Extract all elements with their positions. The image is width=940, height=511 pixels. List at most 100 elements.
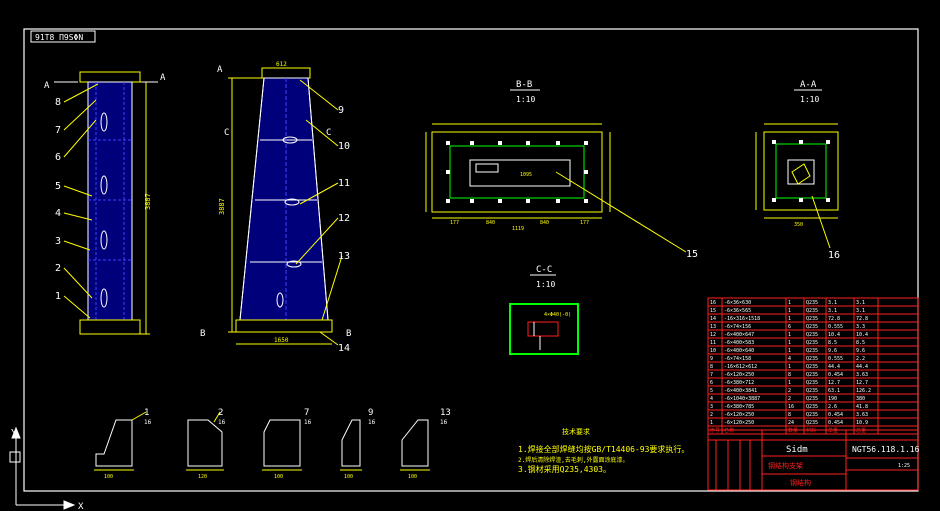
bb-seg4: 177: [580, 220, 589, 226]
section-aa-scale: 1:10: [800, 95, 819, 104]
section-aa-view: [755, 123, 839, 249]
bom-cell: -6×380×712: [724, 380, 754, 386]
bom-cell: 16: [788, 404, 794, 410]
bom-cell: 8.5: [828, 340, 837, 346]
bom-cell: -6×120×250: [724, 420, 754, 426]
bom-cell: 41.8: [856, 404, 868, 410]
bom-cell: Q235: [806, 372, 818, 378]
detail-7-d1: 100: [274, 474, 283, 480]
section-aa-bolts: [772, 140, 830, 202]
bom-cell: 15: [710, 308, 716, 314]
balloon-8: 8: [55, 97, 61, 108]
bom-cell: 11: [710, 340, 716, 346]
bom-cell: 72.8: [856, 316, 868, 322]
bom-cell: 3.3: [856, 324, 865, 330]
detail-7-num: 7: [304, 408, 309, 418]
bom-cell: Q235: [806, 300, 818, 306]
bom-cell: -6×36×630: [724, 300, 751, 306]
side-balloon-leaders: [295, 79, 343, 346]
title-block-drawing-no: NGT56.118.1.16: [852, 445, 920, 454]
balloon-5: 5: [55, 181, 61, 192]
bom-cell: 2.6: [828, 404, 837, 410]
balloon-12: 12: [338, 213, 350, 224]
detail-part-2: [186, 411, 224, 471]
bom-cell: 13: [710, 324, 716, 330]
tag-box: [30, 30, 96, 43]
balloon-10: 10: [338, 141, 350, 152]
front-view: [79, 71, 150, 335]
balloon-9: 9: [338, 105, 344, 116]
bom-cell: 0.454: [828, 420, 843, 426]
bom-cell: 8: [788, 412, 791, 418]
bom-cell: 2.2: [856, 356, 865, 362]
bb-seg1: 177: [450, 220, 459, 226]
notes-title: 技术要求: [562, 427, 590, 436]
bom-cell: -6×120×250: [724, 372, 754, 378]
bom-cell: 6: [788, 324, 791, 330]
bom-cell: Q235: [806, 316, 818, 322]
bom-cell: 1: [788, 316, 791, 322]
detail-part-13: [400, 419, 430, 471]
section-bb-bolts: [446, 141, 588, 203]
ucs-x-label: X: [78, 502, 84, 511]
section-a-left: A: [44, 81, 50, 91]
detail-part-9: [340, 419, 362, 471]
bom-cell: -6×120×250: [724, 412, 754, 418]
section-b-left: B: [200, 329, 205, 339]
detail-9-d1: 100: [344, 474, 353, 480]
bom-cell: Q235: [806, 332, 818, 338]
section-cc-title: C-C: [536, 265, 552, 275]
section-c-left: C: [224, 128, 229, 138]
bom-cell: 44.4: [856, 364, 868, 370]
balloon-6: 6: [55, 152, 61, 163]
bom-cell: 0.454: [828, 372, 843, 378]
bom-cell: Q235: [806, 412, 818, 418]
bom-cell: 12.7: [828, 380, 840, 386]
section-b-right: B: [346, 329, 351, 339]
section-bb-title: B-B: [516, 80, 532, 90]
bom-cell: -6×74×158: [724, 356, 751, 362]
bom-cell: Q235: [806, 380, 818, 386]
section-a-right: A: [160, 73, 166, 83]
section-aa-title: A-A: [800, 80, 817, 90]
bom-cell: 10.4: [856, 332, 868, 338]
bom-cell: 8: [788, 372, 791, 378]
bom-cell: 4: [710, 396, 713, 402]
sheet-border: [23, 28, 919, 492]
bom-cell: 8.5: [856, 340, 865, 346]
bom-cell: 6: [710, 380, 713, 386]
bom-cell: -16×316×1518: [724, 316, 760, 322]
detail-2-num: 2: [218, 408, 223, 418]
bom-cell: 9.6: [856, 348, 865, 354]
bb-seg3: 840: [540, 220, 549, 226]
bom-cell: 9: [710, 356, 713, 362]
bom-cell: 1: [788, 364, 791, 370]
bom-cell: 3.1: [828, 300, 837, 306]
detail-part-7: [262, 419, 302, 471]
detail-part-1: [94, 411, 147, 471]
bom-cell: -16×612×612: [724, 364, 757, 370]
title-block-company: 钢结构: [790, 478, 811, 487]
detail-1-d1: 100: [104, 474, 113, 480]
bom-cell: 190: [828, 396, 837, 402]
detail-2-d1: 120: [198, 474, 207, 480]
detail-1-sub: 16: [144, 419, 152, 426]
bom-cell: 2: [788, 396, 791, 402]
cc-dim: 4×Φ40(-0): [544, 312, 571, 318]
bom-cell: Q235: [806, 308, 818, 314]
bom-cell: -6×1040×3887: [724, 396, 760, 402]
bom-cell: 1: [788, 380, 791, 386]
bom-cell: -6×400×3841: [724, 388, 757, 394]
title-block-part: 钢结构支架: [768, 461, 803, 470]
front-height-dim: 3887: [144, 193, 152, 210]
balloon-1: 1: [55, 291, 61, 302]
balloon-13: 13: [338, 251, 350, 262]
ucs-y-label: Y: [11, 428, 17, 439]
balloon-3: 3: [55, 236, 61, 247]
side-height-dim: 3887: [218, 198, 226, 215]
bom-cell: -6×400×640: [724, 348, 754, 354]
bom-cell: 24: [788, 420, 794, 426]
bom-cell: 0.555: [828, 356, 843, 362]
balloon-7: 7: [55, 125, 61, 136]
